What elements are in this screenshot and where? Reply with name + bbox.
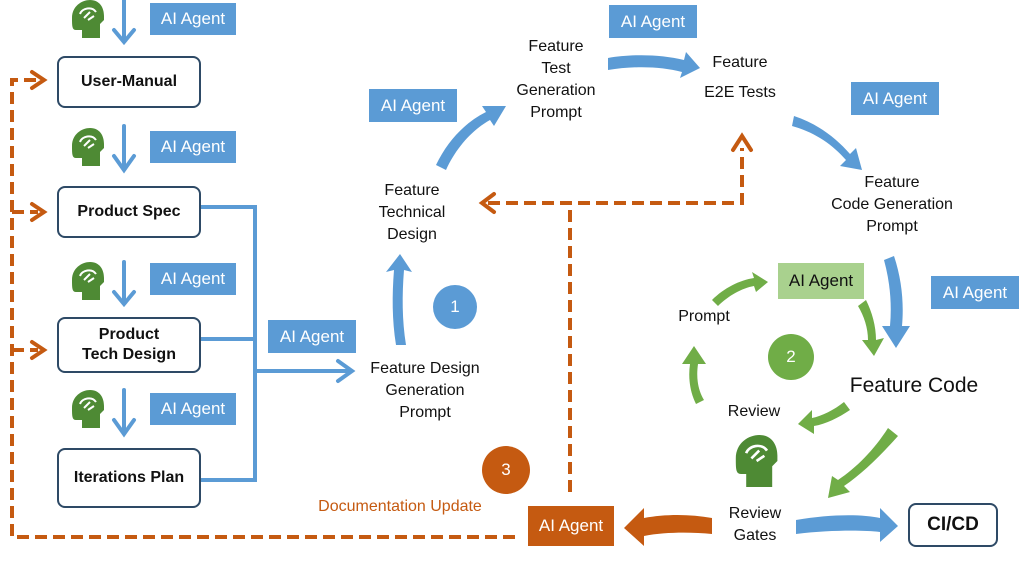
step-2-badge: 2 bbox=[768, 334, 814, 380]
loop2-arrows bbox=[682, 272, 898, 498]
user-manual-box[interactable]: User-Manual bbox=[57, 56, 201, 108]
cicd-box[interactable]: CI/CD bbox=[908, 503, 998, 547]
ai-agent-label: AI Agent bbox=[150, 393, 236, 425]
doc-arrowheads-left bbox=[30, 70, 48, 360]
iterations-plan-box[interactable]: Iterations Plan bbox=[57, 448, 201, 508]
review-gates-node[interactable]: Review Gates bbox=[728, 505, 782, 544]
feature-code-node[interactable]: Feature Code bbox=[849, 374, 979, 397]
feature-design-prompt-node[interactable]: Feature Design Generation Prompt bbox=[370, 360, 480, 421]
doc-arrowheads-mid bbox=[478, 132, 753, 214]
product-spec-box[interactable]: Product Spec bbox=[57, 186, 201, 238]
brain-head-icon bbox=[72, 128, 104, 166]
ai-agent-label: AI Agent bbox=[150, 3, 236, 35]
merge-ai-agent-label: AI Agent bbox=[268, 320, 356, 353]
loop3-arrow bbox=[624, 508, 712, 546]
feature-e2e-tests-node[interactable]: Feature E2E Tests bbox=[704, 54, 776, 101]
feature-technical-design-node[interactable]: Feature Technical Design bbox=[378, 182, 446, 243]
ai-agent-label: AI Agent bbox=[369, 89, 457, 122]
doc-update-dashed-path bbox=[10, 78, 515, 539]
ai-agent-label: AI Agent bbox=[609, 5, 697, 38]
ai-agent-label: AI Agent bbox=[150, 131, 236, 163]
brain-head-icon bbox=[72, 262, 104, 300]
merge-connector bbox=[200, 205, 356, 482]
doc-update-dashed-path-mid bbox=[488, 148, 744, 492]
ai-agent-label: AI Agent bbox=[931, 276, 1019, 309]
loop1-arrows bbox=[386, 52, 910, 542]
down-arrow-3 bbox=[112, 260, 136, 308]
step-1-badge: 1 bbox=[433, 285, 477, 329]
down-arrow-2 bbox=[112, 124, 136, 174]
loop2-ai-agent-label: AI Agent bbox=[778, 263, 864, 299]
brain-head-icon bbox=[72, 0, 104, 38]
step-3-badge: 3 bbox=[482, 446, 530, 494]
product-tech-design-box[interactable]: Product Tech Design bbox=[57, 317, 201, 373]
documentation-update-label: Documentation Update bbox=[318, 498, 482, 515]
ai-agent-label: AI Agent bbox=[150, 263, 236, 295]
review-node[interactable]: Review bbox=[727, 403, 781, 420]
review-brain-head-icon bbox=[735, 435, 778, 487]
down-arrow-1 bbox=[112, 0, 136, 46]
ai-agent-label: AI Agent bbox=[851, 82, 939, 115]
down-arrow-4 bbox=[112, 388, 136, 438]
feature-test-prompt-node[interactable]: Feature Test Generation Prompt bbox=[516, 38, 596, 121]
prompt-node[interactable]: Prompt bbox=[678, 308, 730, 325]
feature-code-prompt-node[interactable]: Feature Code Generation Prompt bbox=[831, 174, 953, 235]
brain-head-icon bbox=[72, 390, 104, 428]
doc-ai-agent-label: AI Agent bbox=[528, 506, 614, 546]
